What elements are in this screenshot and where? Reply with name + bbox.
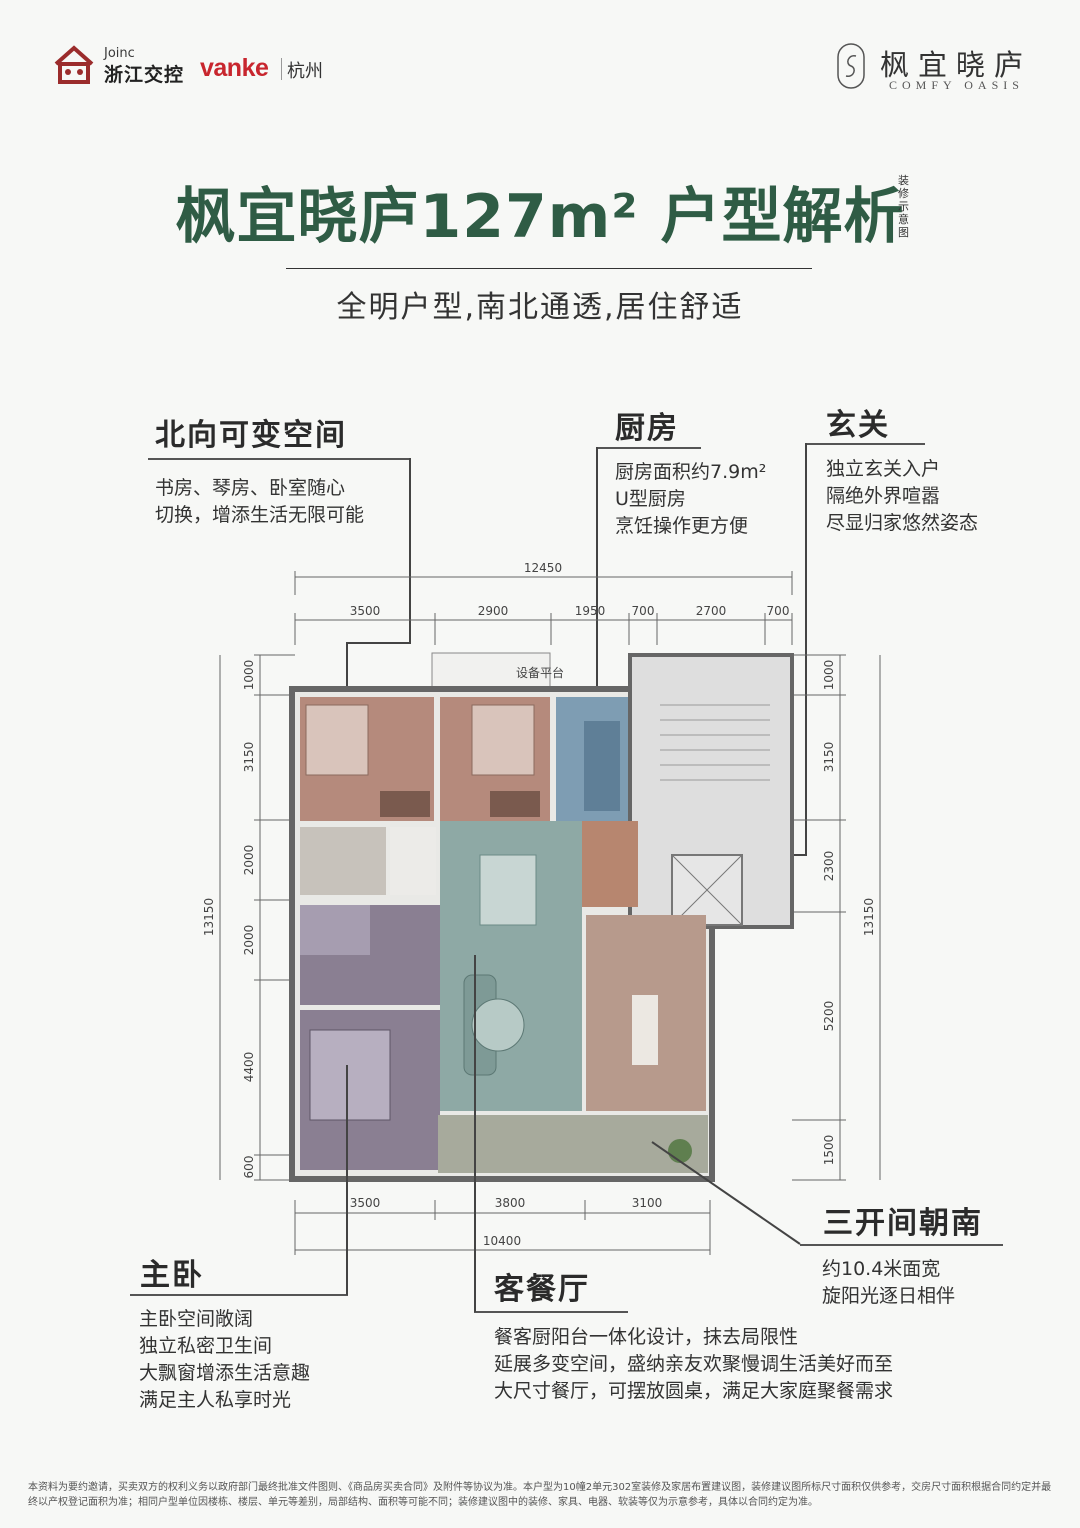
master-bedroom-rule [130,1294,348,1296]
dim-left-total: 13150 [202,898,216,936]
north-space-title: 北向可变空间 [155,418,347,453]
master-bedroom-line: 满足主人私享时光 [139,1389,292,1411]
page-title: 枫宜晓庐127m² 户型解析 [175,182,905,252]
master-bedroom-title: 主卧 [140,1258,204,1293]
south-facing-rule [800,1244,1003,1246]
kitchen-line: U型厨房 [615,488,686,510]
dim-right: 2300 [822,851,836,882]
joinc-name: 浙江交控 [104,64,185,86]
title-note: 装修示意图 [898,174,909,239]
project-name-en: COMFY OASIS [889,78,1024,92]
entry-rule [805,443,925,445]
living-room-title: 客餐厅 [494,1272,590,1307]
platform-label: 设备平台 [516,665,564,680]
dim-right-total: 13150 [862,898,876,936]
kitchen-rule [596,447,701,449]
north-space-line: 切换，增添生活无限可能 [155,504,365,526]
south-facing-desc: 约10.4米面宽 旋阳光逐日相伴 [822,1256,955,1310]
dim-right: 1500 [822,1135,836,1166]
vanke-city: 杭州 [287,61,323,82]
dim-left: 2000 [242,845,256,876]
living-room-line: 大尺寸餐厅，可摆放圆桌，满足大家庭聚餐需求 [494,1380,894,1402]
kitchen-leader [596,447,598,757]
living-room-rule [474,1311,628,1313]
dim-left: 3150 [242,742,256,773]
joinc-logo [54,45,94,84]
south-facing-leader [651,1141,801,1245]
dim-right: 5200 [822,1001,836,1032]
dim-top: 700 [632,604,655,618]
disclaimer-footnote: 本资料为要约邀请，买卖双方的权利义务以政府部门最终批准文件图则、《商品房买卖合同… [28,1482,1052,1508]
dim-top: 2900 [478,604,509,618]
entry-leader [805,443,807,855]
top-dimensions [219,571,881,1255]
south-facing-line: 旋阳光逐日相伴 [822,1285,956,1307]
dim-bottom: 3500 [350,1196,381,1210]
living-room-line: 餐客厨阳台一体化设计，抹去局限性 [494,1326,799,1348]
north-space-line: 书房、琴房、卧室随心 [155,477,346,499]
entry-title: 玄关 [826,408,890,443]
project-name-cn: 枫宜晓庐 [880,48,1033,82]
joinc-small-label: Joinc [104,46,135,61]
dim-left: 600 [242,1156,256,1179]
kitchen-desc: 厨房面积约7.9m² U型厨房 烹饪操作更方便 [615,459,766,540]
north-space-leader [409,458,411,643]
master-bedroom-line: 独立私密卫生间 [139,1335,273,1357]
dim-top: 2700 [696,604,727,618]
dim-bottom: 3800 [495,1196,526,1210]
north-space-rule [148,458,410,460]
dim-top-total: 12450 [524,561,562,575]
entry-line: 独立玄关入户 [826,458,941,480]
entry-line: 尽显归家悠然姿态 [826,512,979,534]
living-room-leader [474,955,476,1312]
kitchen-title: 厨房 [615,411,679,446]
north-space-desc: 书房、琴房、卧室随心 切换，增添生活无限可能 [155,475,364,529]
north-space-leader [346,642,411,644]
south-facing-title: 三开间朝南 [823,1206,983,1241]
dim-top: 3500 [350,604,381,618]
logo-divider [281,58,282,80]
dim-top: 1950 [575,604,606,618]
dim-left: 1000 [242,660,256,691]
kitchen-line: 烹饪操作更方便 [615,515,749,537]
page-subtitle: 全明户型,南北通透,居住舒适 [336,290,744,325]
south-facing-line: 约10.4米面宽 [822,1258,941,1280]
master-bedroom-line: 大飘窗增添生活意趣 [139,1362,311,1384]
dim-left: 2000 [242,925,256,956]
comfy-oasis-emblem [837,43,865,89]
entry-desc: 独立玄关入户 隔绝外界喧嚣 尽显归家悠然姿态 [826,456,978,537]
master-bedroom-line: 主卧空间敞阔 [139,1308,254,1330]
dim-right: 1000 [822,660,836,691]
master-bedroom-desc: 主卧空间敞阔 独立私密卫生间 大飘窗增添生活意趣 满足主人私享时光 [139,1306,310,1414]
floor-plan: 设备平台 12450 3500 2900 1950 700 2700 700 3500 3800… [202,561,881,1255]
dim-right: 3150 [822,742,836,773]
dim-bottom: 3100 [632,1196,663,1210]
dim-left: 4400 [242,1052,256,1083]
master-bedroom-leader [346,1065,348,1295]
living-room-desc: 餐客厨阳台一体化设计，抹去局限性 延展多变空间，盛纳亲友欢聚慢调生活美好而至 大… [494,1324,893,1405]
living-room-line: 延展多变空间，盛纳亲友欢聚慢调生活美好而至 [494,1353,894,1375]
dim-bottom-total: 10400 [483,1234,521,1248]
entry-line: 隔绝外界喧嚣 [826,485,941,507]
kitchen-line: 厨房面积约7.9m² [615,461,767,483]
vanke-logo: vanke [200,54,269,82]
dim-top: 700 [767,604,790,618]
title-divider [286,268,812,269]
